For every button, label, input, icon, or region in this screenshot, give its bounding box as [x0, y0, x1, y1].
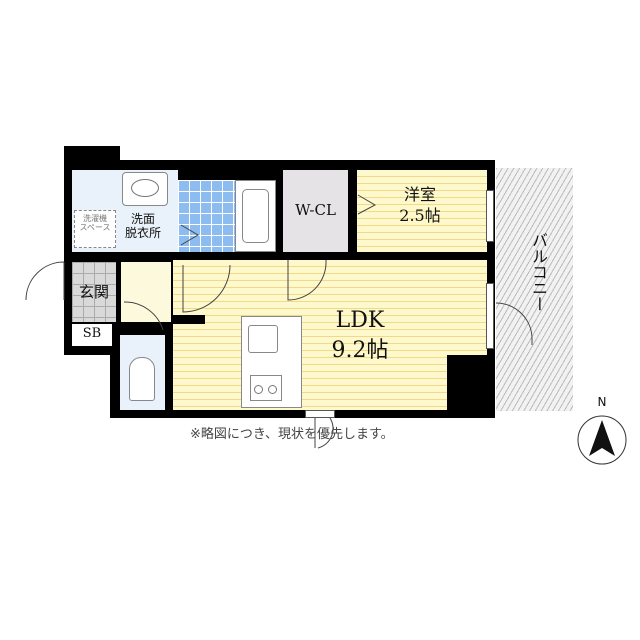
ldk-pillar — [447, 355, 487, 410]
western-room — [357, 170, 487, 252]
window — [486, 283, 494, 349]
washbasin — [122, 172, 168, 206]
stove — [250, 375, 282, 401]
wcl-label: W-CL — [295, 201, 336, 219]
hallway — [121, 262, 171, 322]
window — [305, 410, 335, 418]
washroom-label: 洗面 脱衣所 — [124, 212, 161, 240]
north-label: N — [597, 395, 607, 409]
bathtub — [235, 180, 276, 252]
toilet — [129, 357, 155, 401]
western-room-name: 洋室 — [403, 185, 436, 204]
ldk-size: 9.2帖 — [331, 338, 389, 363]
ldk-name: LDK — [335, 308, 385, 333]
sb-label: SB — [82, 326, 102, 341]
washer-space — [74, 210, 116, 248]
disclaimer-note: ※略図につき、現状を優先します。 — [190, 427, 394, 442]
sink — [248, 325, 278, 353]
toilet-room — [120, 335, 165, 410]
walk-in-closet — [283, 170, 348, 252]
balcony-label: バルコニー — [529, 232, 548, 312]
balcony — [496, 168, 573, 411]
ldk — [173, 260, 487, 410]
ldk-wall-stub — [165, 315, 205, 324]
sb — [72, 324, 112, 346]
kitchen-counter — [241, 316, 302, 408]
compass-north-icon — [577, 415, 627, 465]
washer-space-label: 洗濯機 スペース — [79, 214, 111, 233]
bathroom — [178, 180, 235, 252]
entrance — [72, 262, 116, 322]
entrance-label: 玄関 — [78, 283, 109, 301]
western-room-size: 2.5帖 — [399, 206, 441, 225]
window — [486, 190, 494, 242]
